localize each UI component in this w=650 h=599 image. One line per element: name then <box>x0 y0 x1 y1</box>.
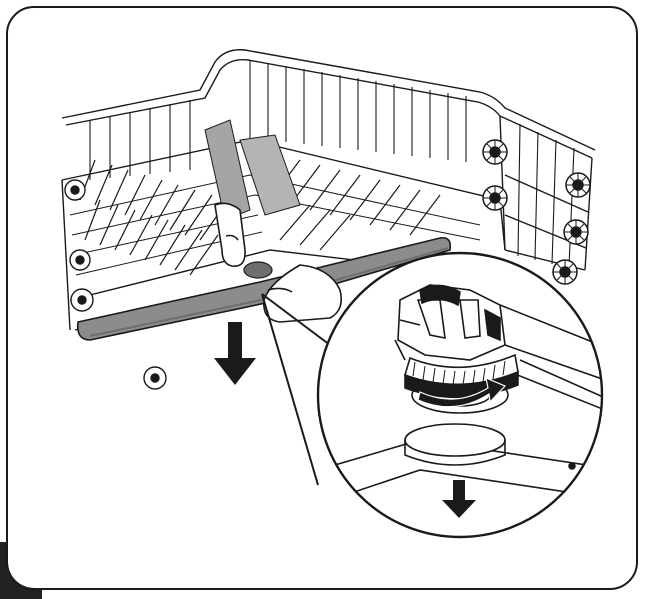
zoom-detail <box>316 251 604 539</box>
down-arrow-icon <box>442 480 476 518</box>
rotation-arrow-icon <box>417 377 507 408</box>
plates <box>204 119 301 221</box>
dish-rack <box>61 49 596 390</box>
hands <box>214 202 343 323</box>
down-arrow-icon <box>214 322 256 385</box>
magnifier-callout <box>261 293 331 486</box>
illustration-frame <box>6 6 638 590</box>
rack-wheels-right <box>482 139 591 285</box>
